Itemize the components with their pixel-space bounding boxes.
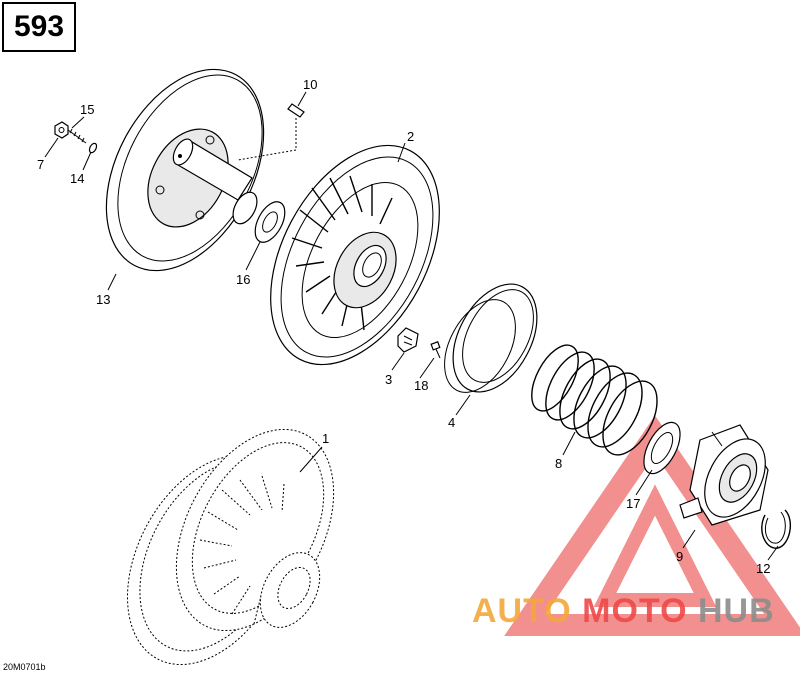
callout-9: 9	[676, 549, 683, 564]
part-17-washer	[643, 421, 681, 475]
part-3-cam-slider	[397, 327, 419, 353]
part-10-key	[287, 103, 305, 118]
part-2-sliding-sheave	[270, 144, 440, 366]
part-12-retaining-ring	[761, 509, 792, 549]
watermark-triangle	[504, 415, 800, 636]
callout-3: 3	[385, 372, 392, 387]
leader-lines	[44, 91, 779, 561]
part-9-cam	[679, 424, 769, 526]
watermark-word-moto: MOTO	[582, 592, 687, 630]
callout-13: 13	[96, 292, 110, 307]
callout-2: 2	[407, 129, 414, 144]
callout-14: 14	[70, 171, 84, 186]
svg-text:AUTO MOTO HUB: AUTO MOTO HUB	[472, 592, 775, 630]
callout-8: 8	[555, 456, 562, 471]
callout-12: 12	[756, 561, 770, 576]
page-number: 593	[13, 10, 65, 43]
watermark-word-hub: HUB	[698, 592, 775, 630]
callout-16: 16	[236, 272, 250, 287]
watermark-logo	[504, 415, 800, 636]
callout-15: 15	[80, 102, 94, 117]
watermark-text: AUTO MOTO HUB	[472, 592, 775, 630]
part-7-nut	[54, 121, 69, 139]
callout-18: 18	[414, 378, 428, 393]
part-16-washer	[254, 201, 286, 243]
callout-17: 17	[626, 496, 640, 511]
part-4-ring	[444, 283, 538, 393]
page-number-box: 593	[2, 2, 76, 52]
part-1-pulley-assembly	[127, 428, 335, 666]
part-18-screw	[430, 341, 441, 359]
part-8-spring	[531, 344, 658, 456]
callout-4: 4	[448, 415, 455, 430]
callout-7: 7	[37, 157, 44, 172]
drawing-reference: 20M0701b	[3, 662, 46, 672]
callout-1: 1	[322, 431, 329, 446]
watermark-word-auto: AUTO	[472, 592, 572, 630]
part-13-fixed-sheave	[105, 68, 265, 272]
part-15-screw	[67, 128, 87, 144]
part-14-lock-washer	[88, 142, 98, 154]
callout-10: 10	[303, 77, 317, 92]
